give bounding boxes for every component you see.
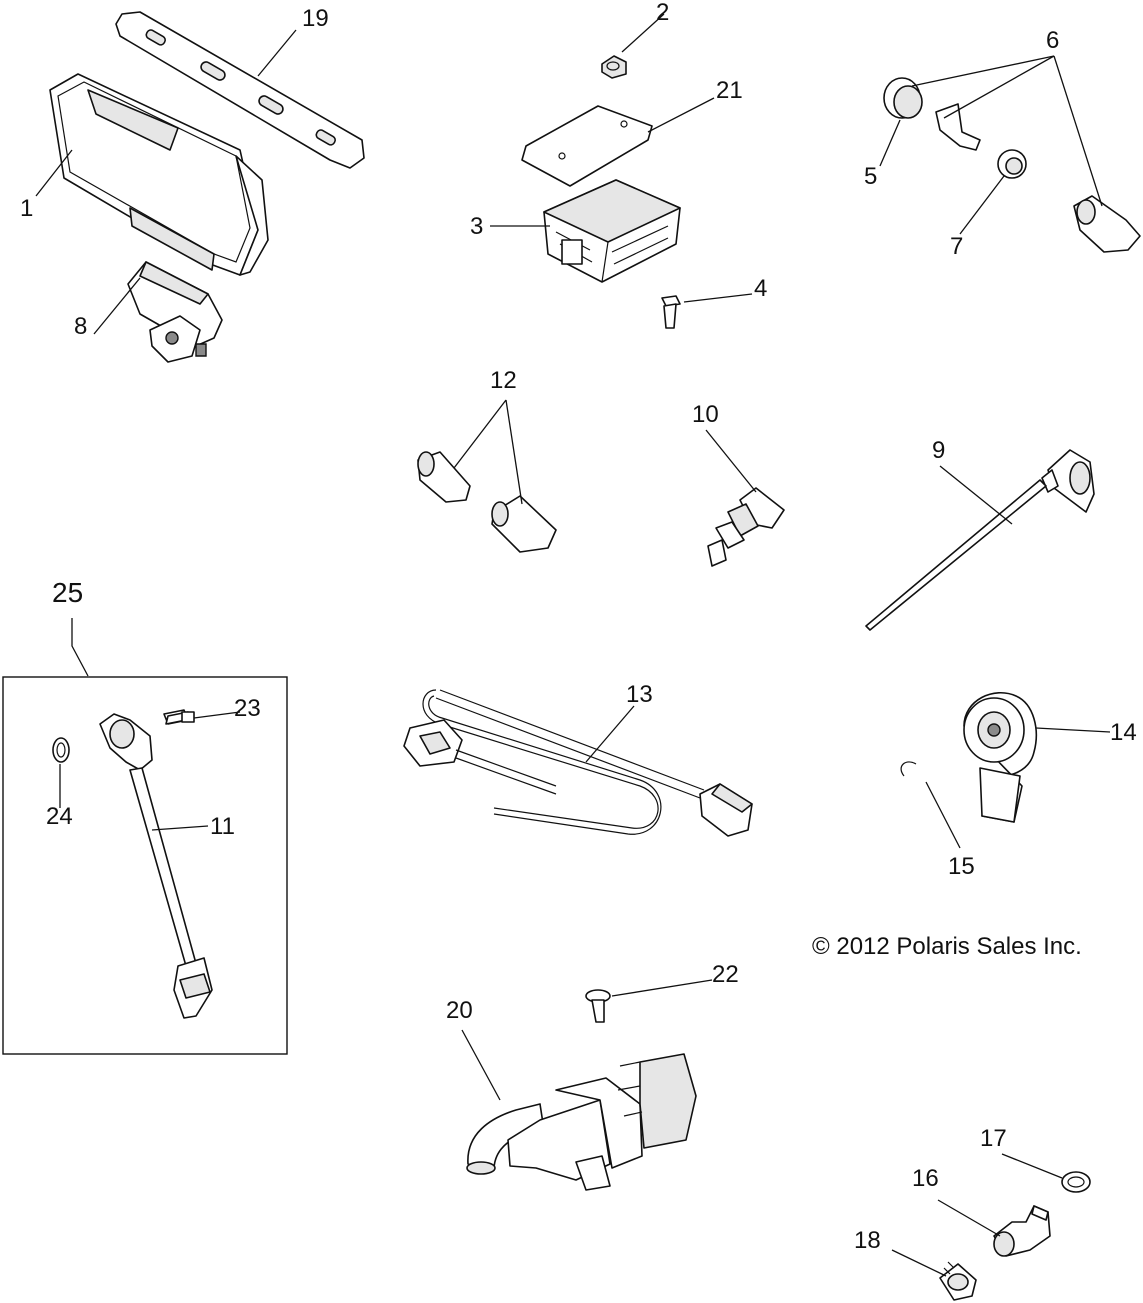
callout-25: 25 xyxy=(52,577,83,608)
part-2-nut xyxy=(601,55,627,79)
callout-20: 20 xyxy=(446,997,473,1024)
part-21-gasket xyxy=(521,105,653,187)
callout-3: 3 xyxy=(470,213,483,240)
part-6-clip xyxy=(935,103,981,151)
callout-7: 7 xyxy=(950,233,963,260)
callout-5: 5 xyxy=(864,163,877,190)
callout-24: 24 xyxy=(46,803,73,830)
callout-21: 21 xyxy=(716,77,743,104)
callout-17: 17 xyxy=(980,1125,1007,1152)
part-1-ecu xyxy=(49,73,269,276)
callout-15: 15 xyxy=(948,853,975,880)
part-9-speed-sensor xyxy=(865,449,1095,631)
callout-10: 10 xyxy=(692,401,719,428)
part-16-sensor xyxy=(993,1205,1051,1257)
part-24-oring xyxy=(52,737,70,763)
leader-lines xyxy=(35,13,1111,1277)
part-23-screw xyxy=(163,709,195,725)
callout-14: 14 xyxy=(1110,719,1137,746)
part-10-temp-sensor xyxy=(707,487,785,567)
part-5-cap xyxy=(883,77,923,119)
part-19-bracket xyxy=(115,11,365,169)
callout-18: 18 xyxy=(854,1227,881,1254)
part-7-grommet xyxy=(997,149,1027,179)
callout-12: 12 xyxy=(490,367,517,394)
part-12-caps xyxy=(417,451,557,553)
callout-23: 23 xyxy=(234,695,261,722)
part-6-sensor xyxy=(1073,195,1141,253)
part-14-knock-sensor xyxy=(963,691,1038,823)
callout-16: 16 xyxy=(912,1165,939,1192)
part-22-screw xyxy=(585,989,611,1023)
callout-19: 19 xyxy=(302,5,329,32)
copyright-notice: © 2012 Polaris Sales Inc. xyxy=(812,933,1082,960)
callout-9: 9 xyxy=(932,437,945,464)
callout-4: 4 xyxy=(754,275,767,302)
callout-8: 8 xyxy=(74,313,87,340)
part-4-screw xyxy=(661,295,681,329)
callout-labels: 19 1 2 21 3 4 6 5 7 8 12 10 9 25 13 23 1… xyxy=(20,0,1137,1254)
part-17-washer xyxy=(1061,1171,1091,1193)
callout-11: 11 xyxy=(210,813,235,840)
callout-1: 1 xyxy=(20,195,33,222)
part-13-harness xyxy=(403,689,753,837)
kit-25-box xyxy=(2,676,288,1055)
part-15-clip xyxy=(900,761,917,777)
part-11-position-sensor xyxy=(99,713,213,1019)
callout-6: 6 xyxy=(1046,27,1059,54)
part-8-map-sensor xyxy=(127,261,223,363)
callout-2: 2 xyxy=(656,0,669,26)
part-3-relay-box xyxy=(543,179,681,283)
part-18-bolt xyxy=(939,1261,977,1301)
callout-13: 13 xyxy=(626,681,653,708)
part-20-valve xyxy=(466,1053,697,1191)
callout-22: 22 xyxy=(712,961,739,988)
